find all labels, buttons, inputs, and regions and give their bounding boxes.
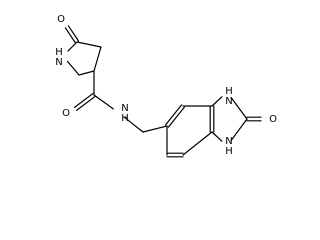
atom-label-o16: O bbox=[269, 114, 277, 125]
bond-c7-n9 bbox=[93, 94, 114, 110]
bond-c2-n3 bbox=[67, 41, 78, 52]
bond-c15-o16 bbox=[246, 116, 262, 122]
bond-o1-c2 bbox=[64, 25, 80, 44]
bond-n3-c4 bbox=[66, 60, 80, 76]
bonds-layer bbox=[64, 25, 262, 158]
bond-n9-c10 bbox=[123, 116, 144, 133]
bond-n14-c15 bbox=[230, 97, 248, 120]
bond-c13-n14 bbox=[211, 96, 223, 107]
bond-c10-c11 bbox=[142, 125, 168, 133]
bond-c18-c19 bbox=[182, 131, 213, 156]
bond-c11-c12 bbox=[164, 104, 186, 128]
atom-label-o8: O bbox=[62, 108, 70, 119]
bond-c15-n17 bbox=[230, 118, 248, 141]
bond-c19-c20 bbox=[166, 152, 184, 158]
bond-c4-c5 bbox=[78, 70, 95, 76]
bond-n17-c18 bbox=[211, 131, 223, 142]
atom-label-o1: O bbox=[57, 14, 65, 25]
bond-c7-o8 bbox=[73, 92, 96, 111]
bond-c5-c6 bbox=[93, 46, 102, 72]
bond-c6-c2 bbox=[76, 41, 102, 48]
bond-c18-c13 bbox=[209, 105, 215, 133]
